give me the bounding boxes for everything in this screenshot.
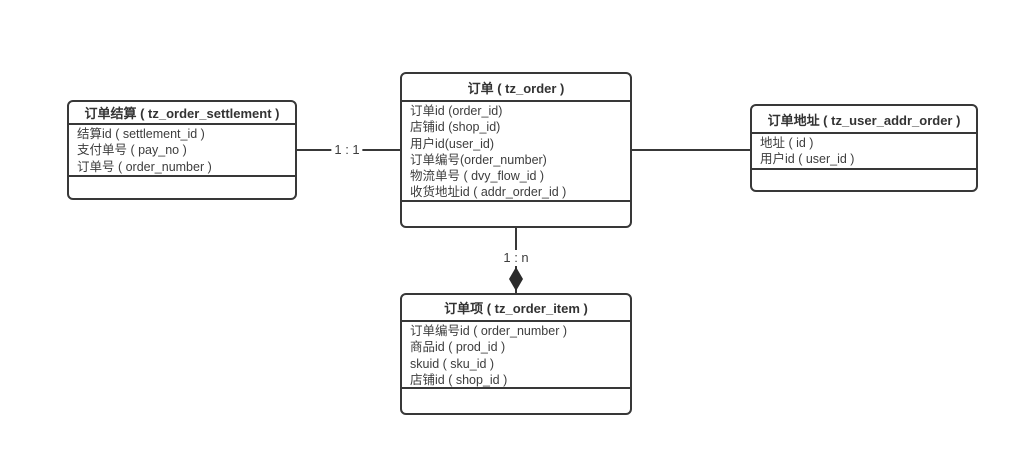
field-row: 订单编号id ( order_number ) (410, 324, 567, 338)
diamond-arrowhead-icon (509, 267, 523, 291)
entity-title: 订单结算 ( tz_order_settlement ) (69, 102, 295, 125)
entity-title: 订单项 ( tz_order_item ) (402, 295, 630, 322)
entity-order[interactable]: 订单 ( tz_order ) 订单id (order_id) 店铺id (sh… (400, 72, 632, 228)
field-row: 结算id ( settlement_id ) (77, 127, 205, 141)
field-row: 收货地址id ( addr_order_id ) (410, 185, 567, 200)
entity-footer-empty (752, 170, 976, 190)
entity-footer-empty (402, 389, 630, 413)
entity-title: 订单 ( tz_order ) (402, 74, 630, 102)
entity-fields: 订单id (order_id) 店铺id (shop_id) 用户id(user… (402, 102, 630, 202)
field-row: 店铺id (shop_id) (410, 120, 501, 135)
cardinality-label-one-to-one: 1 : 1 (331, 142, 363, 158)
entity-fields: 结算id ( settlement_id ) 支付单号 ( pay_no ) 订… (69, 125, 295, 177)
entity-order-settlement[interactable]: 订单结算 ( tz_order_settlement ) 结算id ( sett… (67, 100, 297, 200)
entity-order-item[interactable]: 订单项 ( tz_order_item ) 订单编号id ( order_num… (400, 293, 632, 415)
field-row: 商品id ( prod_id ) (410, 340, 506, 355)
field-row: 店铺id ( shop_id ) (410, 372, 508, 387)
field-row: 用户id(user_id) (410, 136, 495, 151)
entity-title: 订单地址 ( tz_user_addr_order ) (752, 106, 976, 134)
connector-order-addr[interactable] (632, 149, 750, 151)
field-row: 用户id ( user_id ) (760, 152, 855, 167)
entity-user-addr-order[interactable]: 订单地址 ( tz_user_addr_order ) 地址 ( id ) 用户… (750, 104, 978, 192)
field-row: 订单id (order_id) (410, 104, 503, 118)
field-row: 地址 ( id ) (760, 136, 814, 150)
cardinality-label-one-to-n: 1 : n (500, 250, 532, 266)
field-row: 订单编号(order_number) (410, 152, 547, 167)
field-row: 订单号 ( order_number ) (77, 159, 212, 174)
entity-fields: 订单编号id ( order_number ) 商品id ( prod_id )… (402, 322, 630, 389)
field-row: skuid ( sku_id ) (410, 356, 495, 371)
field-row: 支付单号 ( pay_no ) (77, 143, 187, 158)
entity-footer-empty (69, 177, 295, 198)
field-row: 物流单号 ( dvy_flow_id ) (410, 169, 545, 184)
entity-footer-empty (402, 202, 630, 226)
entity-fields: 地址 ( id ) 用户id ( user_id ) (752, 134, 976, 170)
